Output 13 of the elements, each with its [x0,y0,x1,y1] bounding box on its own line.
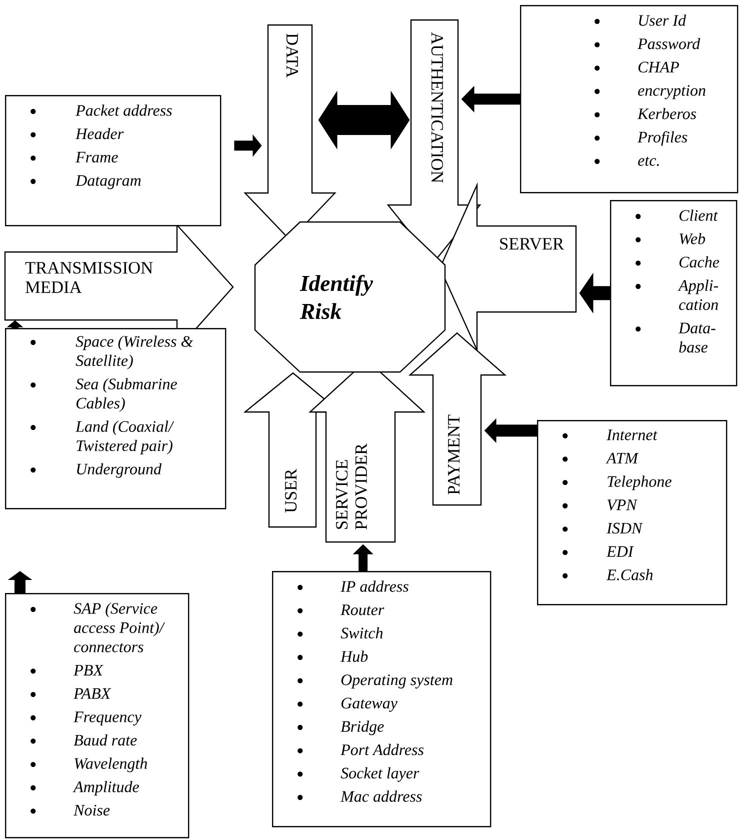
pointer-banner: SERVICE PROVIDER [308,359,426,543]
bullet-list-box: SAP (Service access Point)/ connectors PBX PABX Frequency Baud rate Wavelength Amplitude Noise [5,593,190,838]
bullet-list-box: Space (Wireless & Satellite) Sea (Submarine Cables) Land (Coaxial/ Twistered pair) Underground [5,328,226,510]
bullet-list-box: Client Web Cache Appli- cation Data- base [610,200,738,386]
bullet-list-box: Packet address Header Frame Datagram [5,95,222,226]
pointer-banner: PAYMENT [408,332,507,506]
pointer-banner: AUTHENTICATION [386,19,482,263]
octagon: Identify Risk [254,221,446,373]
pointer-banner: SERVER [439,182,577,353]
bullet-list-box: User Id Password CHAP encryption Kerberos Profiles etc. [520,5,738,194]
bullet-list-box: Internet ATM Telephone VPN ISDN EDI E.Cash [537,420,728,606]
pointer-banner: DATA [244,24,336,241]
bullet-list-box: IP address Router Switch Hub Operating system Gateway Bridge Port Address Socket layer Mac address [272,571,492,828]
